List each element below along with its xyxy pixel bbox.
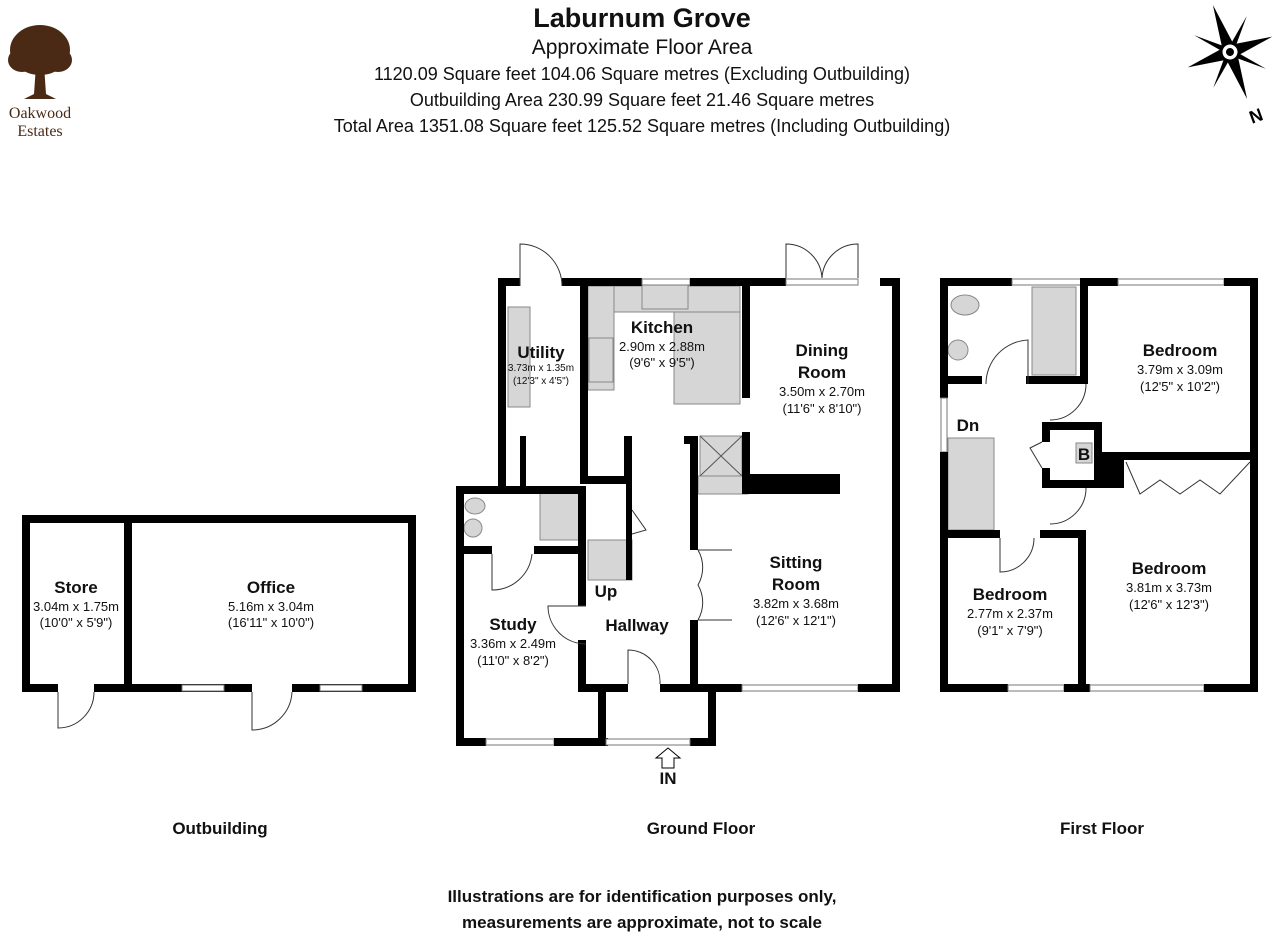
room-bedroom-1-metric: 3.79m x 3.09m [1137, 362, 1223, 377]
disclaimer-line-1: Illustrations are for identification pur… [448, 887, 837, 906]
room-dining-name-2: Room [798, 363, 846, 382]
room-bedroom-1-imperial: (12'5" x 10'2") [1140, 379, 1220, 394]
room-office-imperial: (16'11" x 10'0") [228, 615, 314, 630]
outbuilding-plan: Store 3.04m x 1.75m (10'0" x 5'9") Offic… [22, 515, 416, 731]
room-study-name: Study [489, 615, 537, 634]
disclaimer-line-2: measurements are approximate, not to sca… [462, 913, 822, 932]
room-hallway-name: Hallway [605, 616, 669, 635]
stairs-up-label: Up [595, 582, 618, 601]
plan-title: Laburnum Grove [533, 3, 751, 33]
room-study-imperial: (11'0" x 8'2") [477, 653, 549, 668]
first-floor-plan: Bedroom 3.79m x 3.09m (12'5" x 10'2") Be… [940, 278, 1258, 692]
room-dining-metric: 3.50m x 2.70m [779, 384, 865, 399]
area-excluding-outbuilding: 1120.09 Square feet 104.06 Square metres… [374, 64, 910, 84]
room-utility-name: Utility [517, 343, 565, 362]
room-bedroom-3-metric: 2.77m x 2.37m [967, 606, 1053, 621]
tree-icon [8, 25, 72, 99]
room-bedroom-1-name: Bedroom [1143, 341, 1218, 360]
room-bedroom-2-imperial: (12'6" x 12'3") [1129, 597, 1209, 612]
room-store-name: Store [54, 578, 97, 597]
compass-icon [1187, 5, 1273, 99]
room-sitting-metric: 3.82m x 3.68m [753, 596, 839, 611]
room-utility-imperial: (12'3" x 4'5") [513, 376, 569, 387]
entrance-arrow-icon [654, 747, 682, 769]
total-area: Total Area 1351.08 Square feet 125.52 Sq… [334, 116, 950, 136]
logo-line-2: Estates [17, 123, 62, 140]
room-office-name: Office [247, 578, 295, 597]
room-study-metric: 3.36m x 2.49m [470, 636, 556, 651]
logo-line-1: Oakwood [9, 105, 71, 122]
room-sitting-name-2: Room [772, 575, 820, 594]
room-store-imperial: (10'0" x 5'9") [40, 615, 113, 630]
plan-subtitle: Approximate Floor Area [532, 36, 753, 59]
room-sitting-imperial: (12'6" x 12'1") [756, 613, 836, 628]
entrance-label: IN [660, 769, 677, 788]
header: Laburnum Grove Approximate Floor Area 11… [334, 3, 950, 136]
outbuilding-area: Outbuilding Area 230.99 Square feet 21.4… [410, 90, 874, 110]
outbuilding-label: Outbuilding [172, 819, 267, 838]
room-bedroom-3-name: Bedroom [973, 585, 1048, 604]
room-bedroom-2-metric: 3.81m x 3.73m [1126, 580, 1212, 595]
oakwood-logo: Oakwood Estates [8, 25, 72, 140]
compass-north-label: N [1246, 104, 1265, 127]
room-utility-metric: 3.73m x 1.35m [508, 363, 574, 374]
room-bedroom-3-imperial: (9'1" x 7'9") [977, 623, 1043, 638]
stairs-down-label: Dn [957, 416, 980, 435]
first-floor-label: First Floor [1060, 819, 1144, 838]
ground-floor-label: Ground Floor [647, 819, 756, 838]
room-store-metric: 3.04m x 1.75m [33, 599, 119, 614]
room-kitchen-name: Kitchen [631, 318, 693, 337]
room-dining-name-1: Dining [796, 341, 849, 360]
room-kitchen-metric: 2.90m x 2.88m [619, 339, 705, 354]
ground-floor-plan: Kitchen 2.90m x 2.88m (9'6" x 9'5") Util… [456, 243, 900, 788]
room-sitting-name-1: Sitting [770, 553, 823, 572]
room-dining-imperial: (11'6" x 8'10") [783, 401, 862, 416]
boiler-label: B [1078, 445, 1090, 464]
room-office-metric: 5.16m x 3.04m [228, 599, 314, 614]
room-bedroom-2-name: Bedroom [1132, 559, 1207, 578]
room-kitchen-imperial: (9'6" x 9'5") [629, 355, 695, 370]
